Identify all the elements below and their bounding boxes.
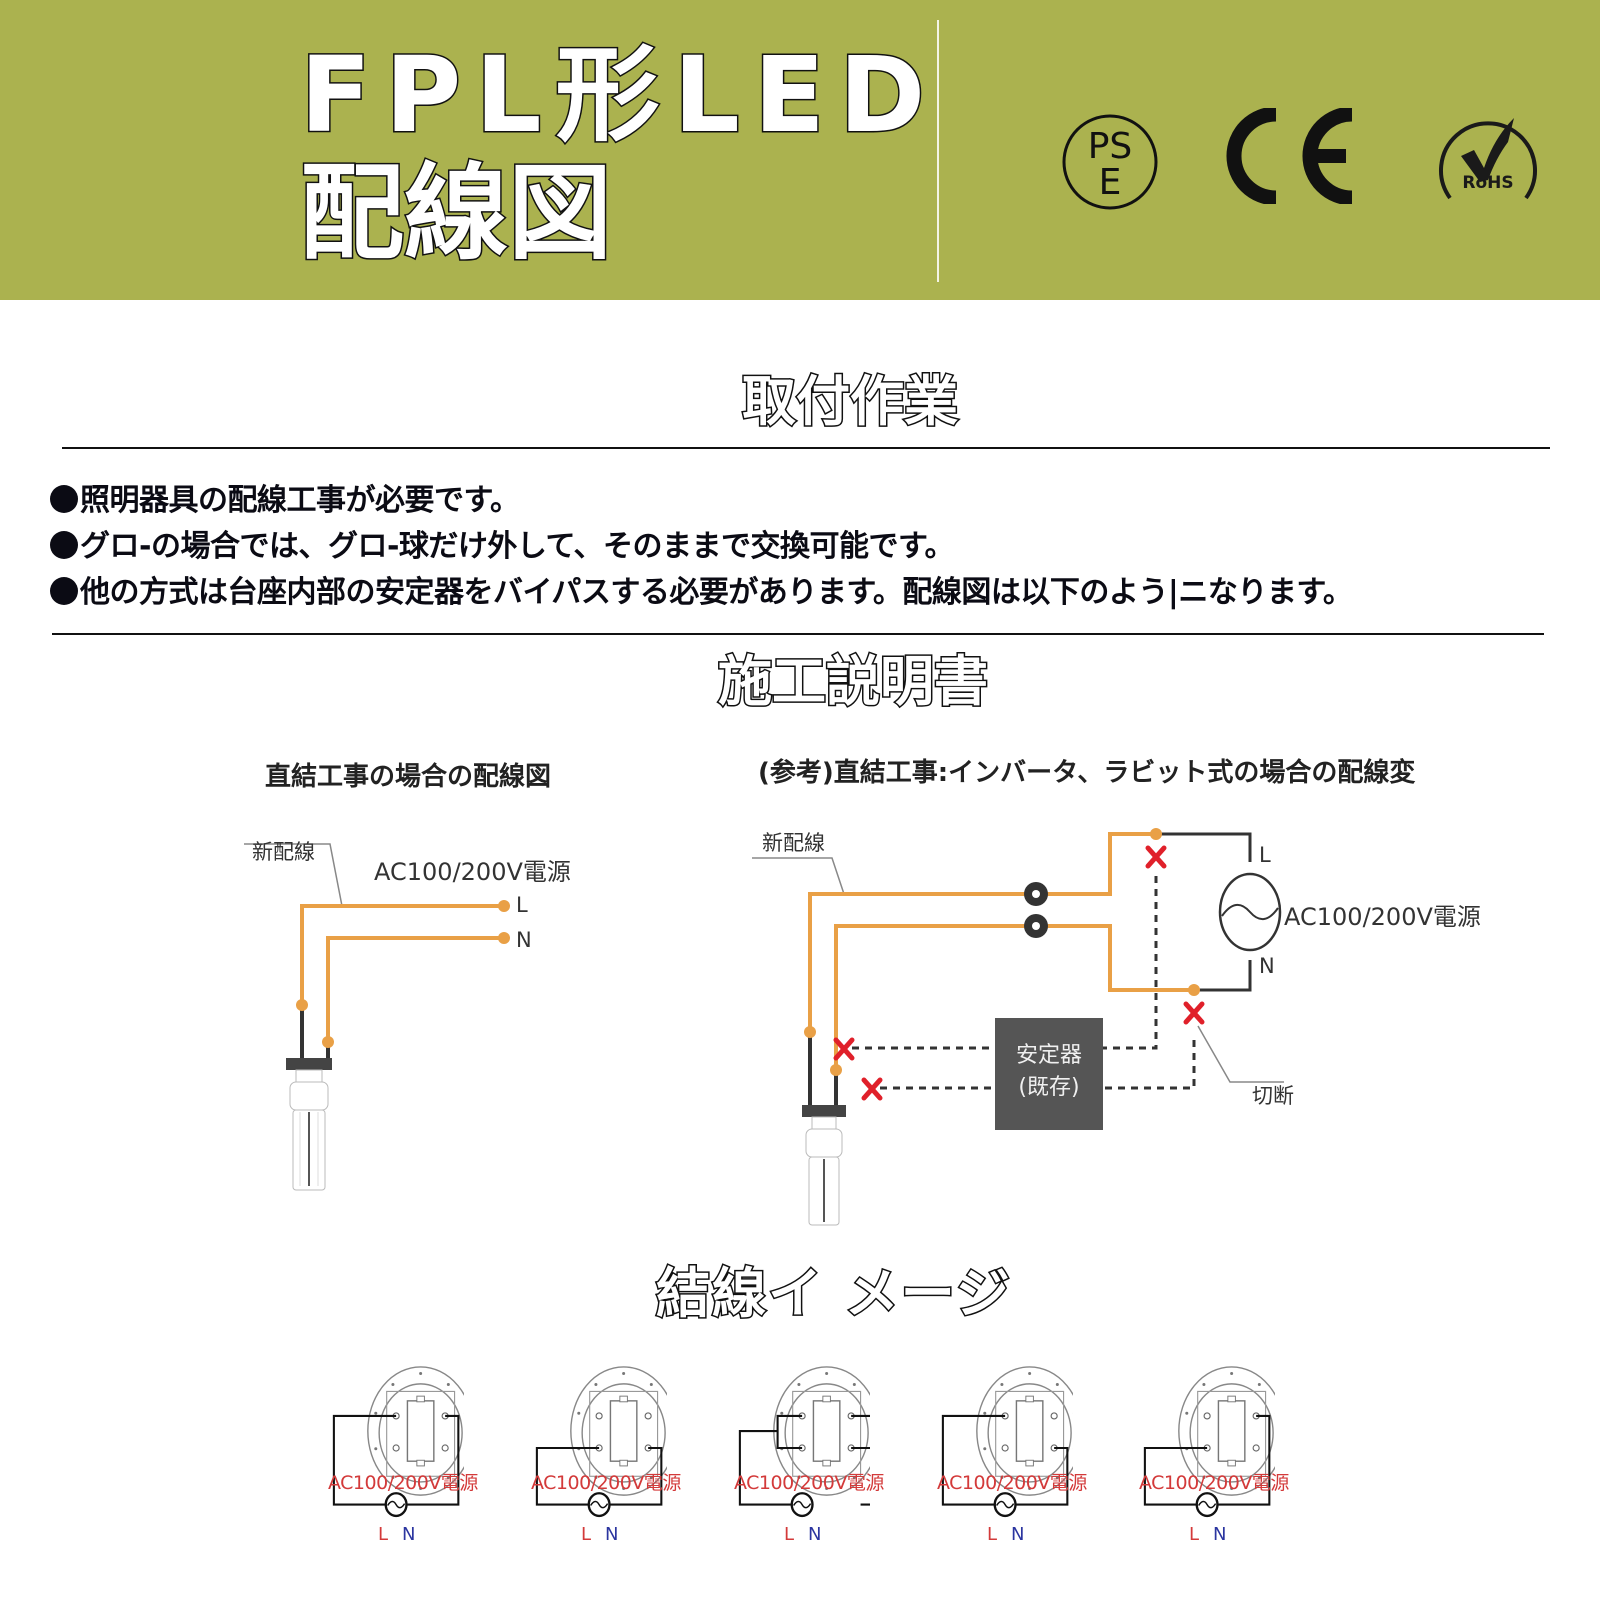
direct-diagram-caption: 直結工事の場合の配線図 [265,762,552,792]
pse-text-bottom: E [1099,162,1122,203]
socket-power-caption: AC100/200V電源 [328,1472,478,1494]
pse-mark-icon: PS E [1060,112,1160,212]
terminal-l-label-2: L [1259,843,1271,867]
bullet-icon [50,485,78,513]
note-item: 他の方式は台座内部の安定器をバイパスする必要があります。配線図は以下のよう|ニな… [50,570,1353,616]
new-wiring-label-2: 新配線 [762,831,825,855]
socket-power-caption: AC100/200V電源 [734,1472,884,1494]
note-text: グロ-の場合では、グロ-球だけ外して、そのままで交換可能です。 [80,529,955,564]
terminal-n-dot [498,932,510,944]
socket-n-label: N [1011,1524,1025,1545]
note-text: 他の方式は台座内部の安定器をバイパスする必要があります。配線図は以下のよう|ニな… [80,575,1353,610]
new-wiring-leader [752,857,845,895]
socket-l-label: L [1189,1524,1200,1545]
section-rule-bottom [52,633,1544,635]
note-item: グロ-の場合では、グロ-球だけ外して、そのままで交換可能です。 [50,524,1352,570]
terminal-n-label-2: N [1259,954,1275,978]
rohs-check-icon: RoHS [1436,106,1540,208]
socket-wiring-diagram [332,1366,464,1518]
bullet-icon [50,531,78,559]
socket-power-caption: AC100/200V電源 [531,1472,681,1494]
new-wiring-label: 新配線 [252,840,315,864]
terminal-n-label: N [516,928,532,952]
power-label-2: AC100/200V電源 [1284,903,1481,931]
product-title: FPL形LED [298,34,940,156]
cut-leader [1197,1025,1284,1083]
manual-heading: 施工説明書 [717,650,990,713]
socket-wiring-diagram [941,1366,1073,1518]
new-wiring-leader [244,843,343,907]
socket-wiring-diagram [738,1366,870,1518]
wire-l [808,832,1156,1052]
socket-n-label: N [402,1524,416,1545]
reference-diagram-caption: (参考)直結工事:インバータ、ラビット式の場合の配線変 [758,758,1416,788]
wire-n [834,924,1194,1088]
socket-wiring-diagram [535,1366,667,1518]
bullet-icon [50,577,78,605]
socket-n-label: N [605,1524,619,1545]
socket-l-label: L [784,1524,795,1545]
note-item: 照明器具の配線工事が必要です。 [50,478,1352,524]
socket-n-label: N [1213,1524,1227,1545]
led-lamp-icon [286,1058,332,1191]
reference-wiring-diagram [752,828,1284,1226]
socket-wiring-diagram [1143,1366,1275,1518]
diagram-title: 配線図 [298,152,613,274]
ce-mark-icon [1218,108,1354,204]
ballast-label: 安定器 [1015,1043,1082,1068]
terminal-l-label: L [516,893,528,917]
header-banner: FPL形LED 配線図 PS E RoHS [0,0,1600,300]
direct-wiring-diagram [244,843,510,1191]
socket-l-label: L [987,1524,998,1545]
socket-l-label: L [378,1524,389,1545]
wiring-image-heading: 結線イ メージ [655,1262,1012,1325]
power-label: AC100/200V電源 [374,858,571,886]
ac-source-icon [1218,872,1282,952]
existing-ballast: 安定器 (既存) [995,1018,1103,1130]
socket-power-caption: AC100/200V電源 [1139,1472,1289,1494]
ballast-sublabel: (既存) [1018,1075,1080,1100]
cut-mark-icon [833,845,1205,1101]
socket-l-label: L [581,1524,592,1545]
led-lamp-icon [802,1105,846,1226]
wire-connector-icon [1024,882,1048,938]
pse-text-top: PS [1088,126,1133,167]
banner-divider [937,20,939,282]
wire-l [300,904,504,1005]
install-notes: 照明器具の配線工事が必要です。 グロ-の場合では、グロ-球だけ外して、そのままで… [50,478,1353,616]
install-heading: 取付作業 [741,370,960,433]
wire-n [326,936,504,1042]
terminal-l-dot [498,900,510,912]
cut-label: 切断 [1252,1084,1294,1108]
rohs-text: RoHS [1462,173,1513,193]
section-rule-top [62,447,1550,449]
socket-power-caption: AC100/200V電源 [937,1472,1087,1494]
socket-n-label: N [808,1524,822,1545]
note-text: 照明器具の配線工事が必要です。 [80,483,520,518]
